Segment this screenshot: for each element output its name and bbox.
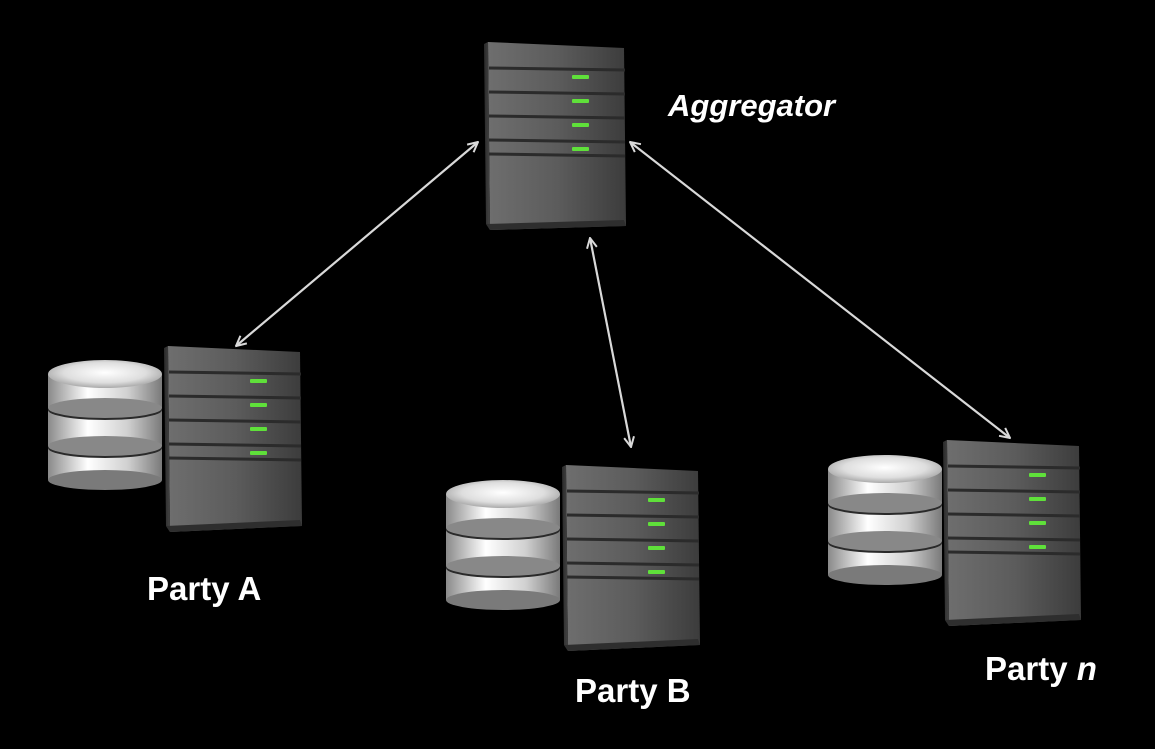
party-a-node [48, 346, 302, 532]
aggregator-label: Aggregator [668, 88, 836, 123]
edge-aggregator-party-a [236, 142, 478, 346]
party-n-label-suffix: n [1076, 650, 1097, 687]
party-n-server-icon [943, 440, 1081, 626]
party-b-label-prefix: Party [575, 672, 667, 709]
party-a-database-icon [48, 360, 162, 490]
party-a-label: Party A [147, 570, 261, 608]
edge-aggregator-party-b [590, 238, 631, 447]
party-b-node [446, 465, 700, 651]
party-a-label-prefix: Party [147, 570, 238, 607]
edges [236, 142, 1010, 447]
party-b-label: Party B [575, 672, 691, 710]
aggregator-server-icon [484, 42, 626, 230]
party-a-server-icon [164, 346, 302, 532]
party-b-database-icon [446, 480, 560, 610]
edge-aggregator-party-n [630, 142, 1010, 438]
party-n-label: Party n [985, 650, 1097, 688]
party-n-node [828, 440, 1081, 626]
party-n-database-icon [828, 455, 942, 585]
party-n-label-prefix: Party [985, 650, 1077, 687]
party-b-server-icon [562, 465, 700, 651]
party-b-label-suffix: B [666, 672, 691, 709]
party-a-label-suffix: A [237, 570, 262, 607]
